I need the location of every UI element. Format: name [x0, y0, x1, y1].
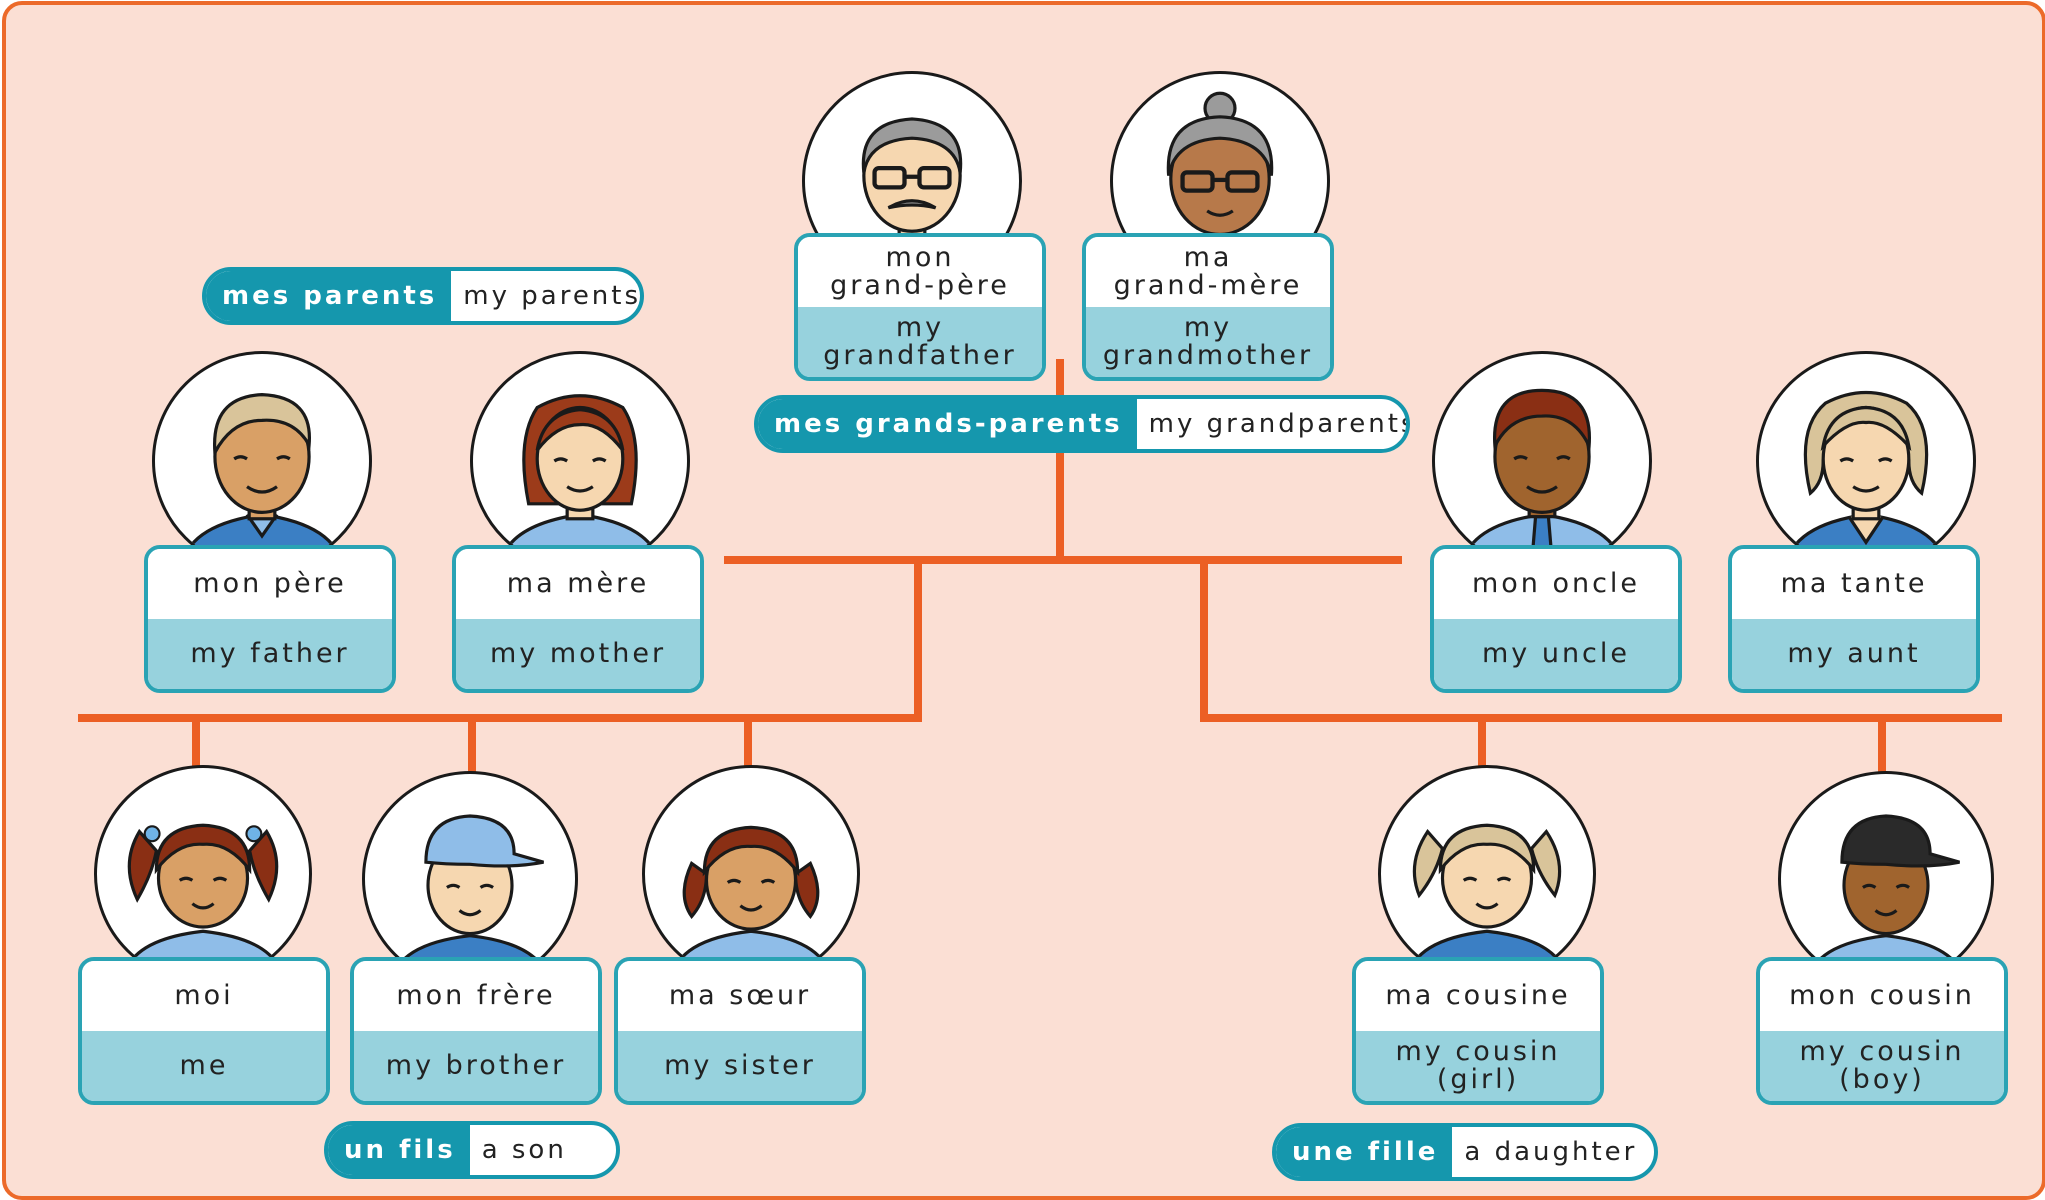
sister-portrait — [642, 765, 860, 983]
right-children-line — [1200, 714, 2002, 722]
cousin-boy-icon — [1805, 814, 1967, 984]
daughter-pill-french: une fille — [1276, 1127, 1453, 1177]
mother-portrait — [470, 351, 690, 571]
daughter-pill-english: a daughter — [1464, 1137, 1638, 1167]
brother-icon — [389, 814, 551, 984]
cousin-boy-card: mon cousin my cousin (boy) — [1756, 957, 2008, 1105]
uncle-french: mon oncle — [1434, 549, 1678, 619]
cousin-girl-icon — [1405, 823, 1569, 980]
father-french: mon père — [148, 549, 392, 619]
brother-french: mon frère — [354, 961, 598, 1031]
sister-english: my sister — [618, 1031, 862, 1101]
aunt-icon — [1784, 390, 1948, 568]
grandfather-english: my grandfather — [798, 307, 1042, 377]
cousin-girl-connector — [1478, 718, 1486, 778]
grandparents-pill-english: my grandparents — [1148, 409, 1410, 439]
right-family-stem — [1200, 560, 1208, 720]
brother-card: mon frère my brother — [350, 957, 602, 1105]
cousin-girl-english: my cousin (girl) — [1356, 1031, 1600, 1101]
grandmother-card: ma grand-mère my grandmother — [1082, 233, 1334, 381]
grandparents-pill-french: mes grands-parents — [758, 399, 1137, 449]
mother-icon — [498, 394, 662, 568]
brother-connector — [468, 718, 476, 778]
uncle-card: mon oncle my uncle — [1430, 545, 1682, 693]
aunt-card: ma tante my aunt — [1728, 545, 1980, 693]
left-family-stem — [914, 560, 922, 720]
father-portrait — [152, 351, 372, 571]
son-pill-french: un fils — [328, 1125, 470, 1175]
father-icon — [180, 393, 344, 568]
father-card: mon père my father — [144, 545, 396, 693]
grandfather-card: mon grand-père my grandfather — [794, 233, 1046, 381]
grandparents-pill: mes grands-parents my grandparents — [754, 395, 1410, 453]
mother-english: my mother — [456, 619, 700, 689]
grandparents-stem — [1056, 359, 1064, 559]
daughter-pill: une fille a daughter — [1272, 1123, 1658, 1181]
parents-pill-english: my parents — [463, 281, 642, 311]
grandfather-french: mon grand-père — [798, 237, 1042, 307]
brother-english: my brother — [354, 1031, 598, 1101]
parents-pill: mes parents my parents — [202, 267, 644, 325]
cousin-boy-english: my cousin (boy) — [1760, 1031, 2004, 1101]
parents-pill-french: mes parents — [206, 271, 452, 321]
me-card: moi me — [78, 957, 330, 1105]
uncle-portrait — [1432, 351, 1652, 571]
me-portrait — [94, 765, 312, 983]
me-english: me — [82, 1031, 326, 1101]
parents-generation-line — [724, 556, 1402, 564]
me-icon — [121, 823, 285, 980]
me-connector — [192, 718, 200, 778]
sister-french: ma sœur — [618, 961, 862, 1031]
father-english: my father — [148, 619, 392, 689]
sister-connector — [744, 718, 752, 778]
sister-card: ma sœur my sister — [614, 957, 866, 1105]
cousin-girl-portrait — [1378, 765, 1596, 983]
grandmother-english: my grandmother — [1086, 307, 1330, 377]
uncle-icon — [1460, 388, 1624, 568]
brother-portrait — [362, 771, 578, 987]
me-french: moi — [82, 961, 326, 1031]
left-children-line — [78, 714, 922, 722]
cousin-girl-card: ma cousine my cousin (girl) — [1352, 957, 1604, 1105]
cousin-boy-portrait — [1778, 771, 1994, 987]
grandmother-french: ma grand-mère — [1086, 237, 1330, 307]
cousin-boy-french: mon cousin — [1760, 961, 2004, 1031]
cousin-girl-french: ma cousine — [1356, 961, 1600, 1031]
mother-card: ma mère my mother — [452, 545, 704, 693]
son-pill-english: a son — [481, 1135, 567, 1165]
cousin-boy-connector — [1878, 718, 1886, 778]
uncle-english: my uncle — [1434, 619, 1678, 689]
mother-french: ma mère — [456, 549, 700, 619]
aunt-portrait — [1756, 351, 1976, 571]
sister-icon — [669, 825, 833, 980]
aunt-english: my aunt — [1732, 619, 1976, 689]
son-pill: un fils a son — [324, 1121, 620, 1179]
aunt-french: ma tante — [1732, 549, 1976, 619]
